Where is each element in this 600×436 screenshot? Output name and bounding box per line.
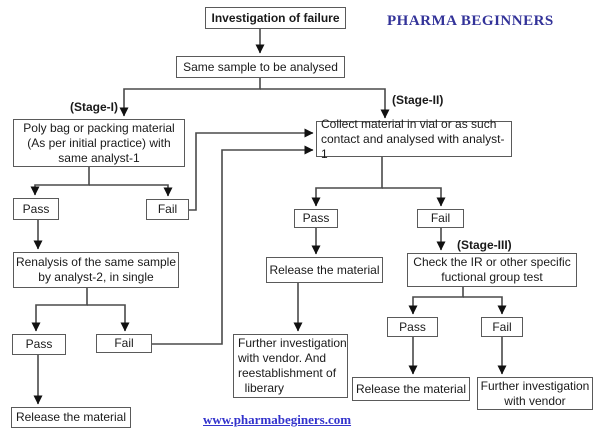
connector-renalysis-to-fail (87, 304, 130, 332)
node-investigation-of-failure: Investigation of failure (205, 7, 346, 29)
node-stage3-pass: Pass (387, 317, 438, 337)
node-release-material-2: Release the material (266, 257, 383, 283)
stage-2-label: (Stage-II) (392, 93, 444, 107)
connector-split-to-poly-bag (119, 78, 261, 117)
connector-split-to-collect (260, 88, 390, 119)
node-renalysis-pass: Pass (12, 334, 66, 355)
node-renalysis-fail: Fail (96, 334, 152, 353)
connector-check-ir-to-pass (408, 287, 464, 315)
node-collect-material: Collect material in vial or as such cont… (316, 117, 512, 161)
connector-poly-bag-to-pass (30, 167, 90, 196)
connector-poly-bag-to-fail (89, 184, 173, 197)
node-stage3-fail: Fail (481, 317, 523, 337)
connector-renalysis-to-pass (31, 288, 88, 332)
node-check-ir: Check the IR or other specific fuctional… (407, 253, 577, 287)
node-further-investigation-vendor: Further investigation with vendor (477, 377, 593, 410)
connector-collect-to-pass (311, 157, 383, 207)
stage-1-label: (Stage-I) (70, 100, 118, 114)
website-link[interactable]: www.pharmabeginers.com (203, 412, 352, 427)
node-same-sample: Same sample to be analysed (176, 56, 345, 78)
stage-3-label: (Stage-III) (457, 238, 512, 252)
node-stage1-pass: Pass (13, 198, 59, 220)
connector-r-fail-to-collect (152, 145, 314, 345)
node-poly-bag: Poly bag or packing material (As per ini… (13, 119, 185, 167)
brand-title: PHARMA BEGINNERS (387, 13, 554, 29)
node-release-material-3: Release the material (352, 377, 470, 401)
node-further-investigation-library: Further investigation with vendor. And r… (233, 334, 348, 398)
node-stage2-pass: Pass (294, 209, 338, 228)
node-release-material-1: Release the material (11, 407, 131, 428)
node-stage1-fail: Fail (146, 199, 189, 220)
connector-collect-to-fail (382, 187, 446, 207)
node-stage2-fail: Fail (417, 209, 464, 228)
node-renalysis: Renalysis of the same sample by analyst-… (13, 252, 179, 288)
connector-check-ir-to-fail (463, 296, 507, 315)
connector-s1-fail-to-collect (189, 128, 314, 211)
